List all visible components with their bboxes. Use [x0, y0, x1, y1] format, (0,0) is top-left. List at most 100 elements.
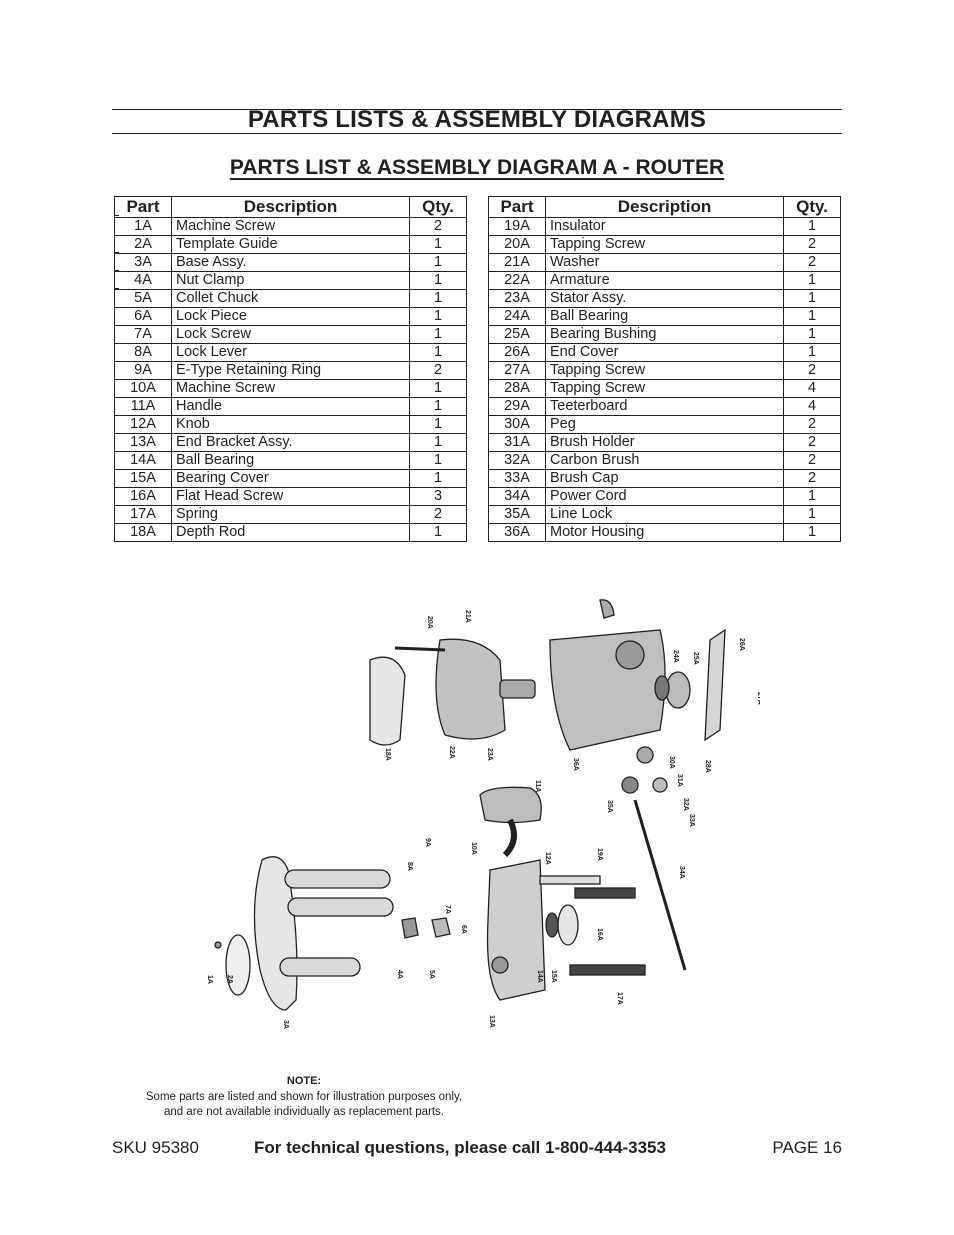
- table-header-row: Part Description Qty.: [488, 196, 841, 218]
- table-header-row: Part Description Qty.: [114, 196, 467, 218]
- part-qty: 3: [409, 487, 467, 506]
- diagram-callout: 35A: [606, 800, 613, 813]
- col-header-part: Part: [488, 196, 546, 218]
- diagram-callout: 36A: [572, 758, 579, 771]
- part-number: 29A: [488, 397, 546, 416]
- part-description: Stator Assy.: [545, 289, 784, 308]
- title-rule-bottom: [112, 133, 842, 134]
- part-qty: 1: [409, 415, 467, 434]
- part-qty: 2: [783, 469, 841, 488]
- part-qty: 2: [409, 361, 467, 380]
- part-qty: 1: [409, 343, 467, 362]
- part-qty: 1: [783, 289, 841, 308]
- diagram-callout: 13A: [488, 1015, 495, 1028]
- footer-page-number: PAGE 16: [772, 1138, 842, 1157]
- part-number: 24A: [488, 307, 546, 326]
- part-qty: 1: [783, 271, 841, 290]
- diagram-callout: 9A: [424, 838, 431, 847]
- part-description: Power Cord: [545, 487, 784, 506]
- part-number: 7A: [114, 325, 172, 344]
- col-header-qty: Qty.: [409, 196, 467, 218]
- part-number: 18A: [114, 523, 172, 542]
- part-description: Spring: [171, 505, 410, 524]
- part-description: Lock Screw: [171, 325, 410, 344]
- col-header-part: Part: [114, 196, 172, 218]
- part-description: Armature: [545, 271, 784, 290]
- part-description: Lock Piece: [171, 307, 410, 326]
- note-text: Some parts are listed and shown for illu…: [122, 1090, 486, 1120]
- part-description: Collet Chuck: [171, 289, 410, 308]
- rod: [284, 869, 391, 889]
- part-qty: 1: [409, 469, 467, 488]
- part-qty: 2: [409, 505, 467, 524]
- part-qty: 2: [783, 451, 841, 470]
- part-description: Teeterboard: [545, 397, 784, 416]
- part-description: Lock Lever: [171, 343, 410, 362]
- diagram-callout: 7A: [444, 905, 451, 914]
- part-description: E-Type Retaining Ring: [171, 361, 410, 380]
- part-number: 14A: [114, 451, 172, 470]
- rod: [287, 897, 394, 917]
- part-qty: 4: [783, 379, 841, 398]
- col-header-description: Description: [545, 196, 784, 218]
- part-description: Line Lock: [545, 505, 784, 524]
- part-number: 5A: [114, 289, 172, 308]
- part-qty: 1: [409, 307, 467, 326]
- part-qty: 1: [409, 397, 467, 416]
- part-number: 27A: [488, 361, 546, 380]
- part-number: 16A: [114, 487, 172, 506]
- part-number: 10A: [114, 379, 172, 398]
- part-number: 26A: [488, 343, 546, 362]
- part-qty: 2: [783, 433, 841, 452]
- power-cord: [633, 799, 687, 971]
- part-number: 17A: [114, 505, 172, 524]
- rod: [279, 957, 361, 977]
- part-description: End Cover: [545, 343, 784, 362]
- template-guide: [225, 934, 251, 996]
- diagram-callout: 26A: [738, 638, 745, 651]
- note-heading: NOTE:: [286, 1075, 322, 1087]
- part-description: Carbon Brush: [545, 451, 784, 470]
- diagram-callout: 1A: [206, 975, 213, 984]
- part-qty: 1: [409, 289, 467, 308]
- diagram-callout: 27A: [756, 692, 760, 705]
- diagram-callout: 24A: [672, 650, 679, 663]
- diagram-callout: 30A: [668, 756, 675, 769]
- page-title: PARTS LISTS & ASSEMBLY DIAGRAMS: [247, 106, 707, 133]
- part-description: Flat Head Screw: [171, 487, 410, 506]
- diagram-callout: 20A: [426, 616, 433, 629]
- part-qty: 1: [409, 325, 467, 344]
- part-number: 11A: [114, 397, 172, 416]
- part-number: 32A: [488, 451, 546, 470]
- part-description: Tapping Screw: [545, 379, 784, 398]
- part-description: Bearing Cover: [171, 469, 410, 488]
- diagram-callout: 17A: [616, 992, 623, 1005]
- part-number: 8A: [114, 343, 172, 362]
- part-qty: 1: [409, 523, 467, 542]
- part-number: 12A: [114, 415, 172, 434]
- part-qty: 1: [783, 523, 841, 542]
- part-number: 21A: [488, 253, 546, 272]
- diagram-callout: 14A: [536, 970, 543, 983]
- part-qty: 1: [783, 307, 841, 326]
